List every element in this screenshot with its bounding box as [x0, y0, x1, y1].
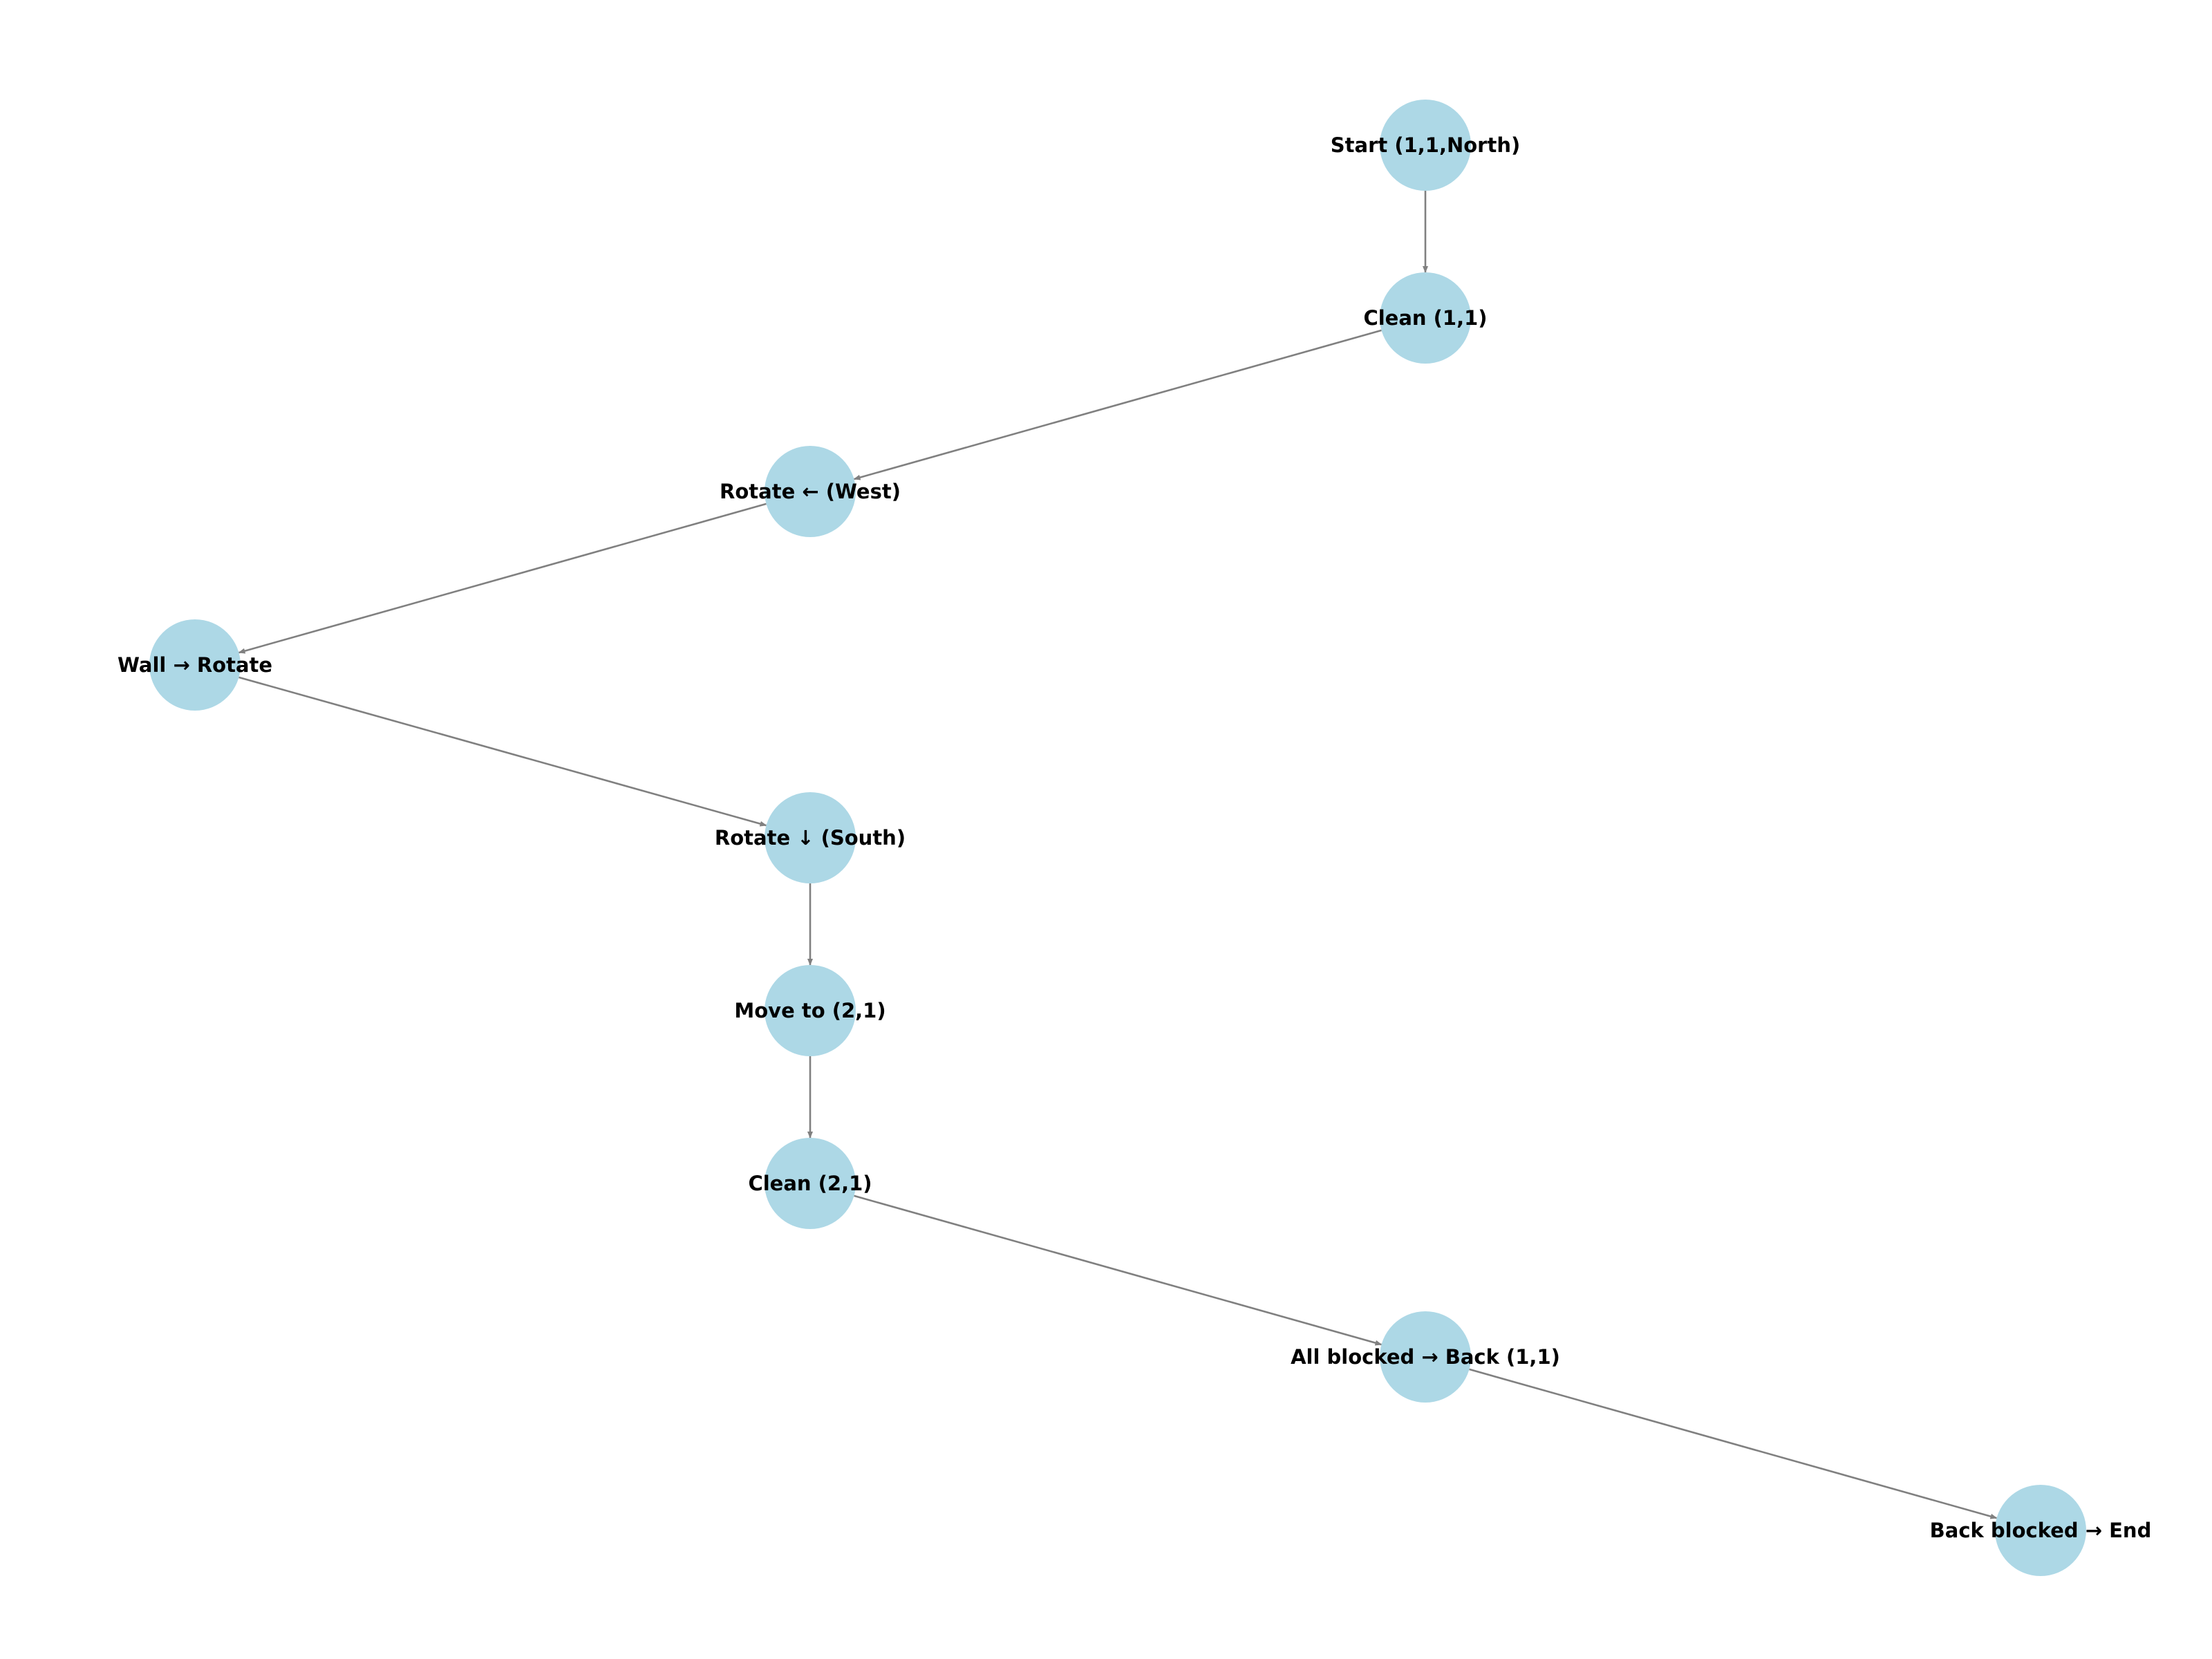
node-label: Start (1,1,North): [1331, 133, 1520, 157]
node-end: Back blocked → End: [1930, 1485, 2152, 1576]
node-circle: [1995, 1485, 2086, 1576]
node-clean11: Clean (1,1): [1363, 272, 1488, 364]
node-label: Rotate ↓ (South): [715, 826, 906, 850]
node-circle: [765, 965, 856, 1056]
node-circle: [149, 619, 241, 711]
node-label: Clean (2,1): [748, 1172, 872, 1195]
node-wall: Wall → Rotate: [118, 619, 272, 711]
node-label: Clean (1,1): [1363, 306, 1487, 330]
node-clean21: Clean (2,1): [748, 1138, 872, 1229]
node-rotsouth: Rotate ↓ (South): [715, 792, 906, 883]
node-label: All blocked → Back (1,1): [1291, 1345, 1560, 1369]
node-circle: [765, 1138, 856, 1229]
node-label: Rotate ← (West): [720, 480, 901, 503]
edge-wall-to-rotsouth: [238, 676, 767, 827]
edge-clean11-to-rotwest: [853, 329, 1382, 480]
node-circle: [765, 792, 856, 883]
node-label: Back blocked → End: [1930, 1519, 2152, 1542]
node-circle: [1380, 1311, 1471, 1403]
node-label: Wall → Rotate: [118, 653, 272, 677]
nodes: Start (1,1,North) Clean (1,1) Rotate ← (We…: [118, 100, 2151, 1576]
node-circle: [765, 446, 856, 537]
node-move21: Move to (2,1): [734, 965, 886, 1056]
node-circle: [1380, 100, 1471, 191]
node-circle: [1380, 272, 1471, 364]
node-allblocked: All blocked → Back (1,1): [1291, 1311, 1560, 1403]
edge-allblocked-to-end: [1469, 1368, 1998, 1519]
edge-clean21-to-allblocked: [854, 1194, 1382, 1346]
edges: [238, 191, 1998, 1519]
node-rotwest: Rotate ← (West): [720, 446, 901, 537]
edge-rotwest-to-wall: [238, 503, 767, 654]
node-start: Start (1,1,North): [1331, 100, 1520, 191]
node-label: Move to (2,1): [734, 999, 885, 1022]
